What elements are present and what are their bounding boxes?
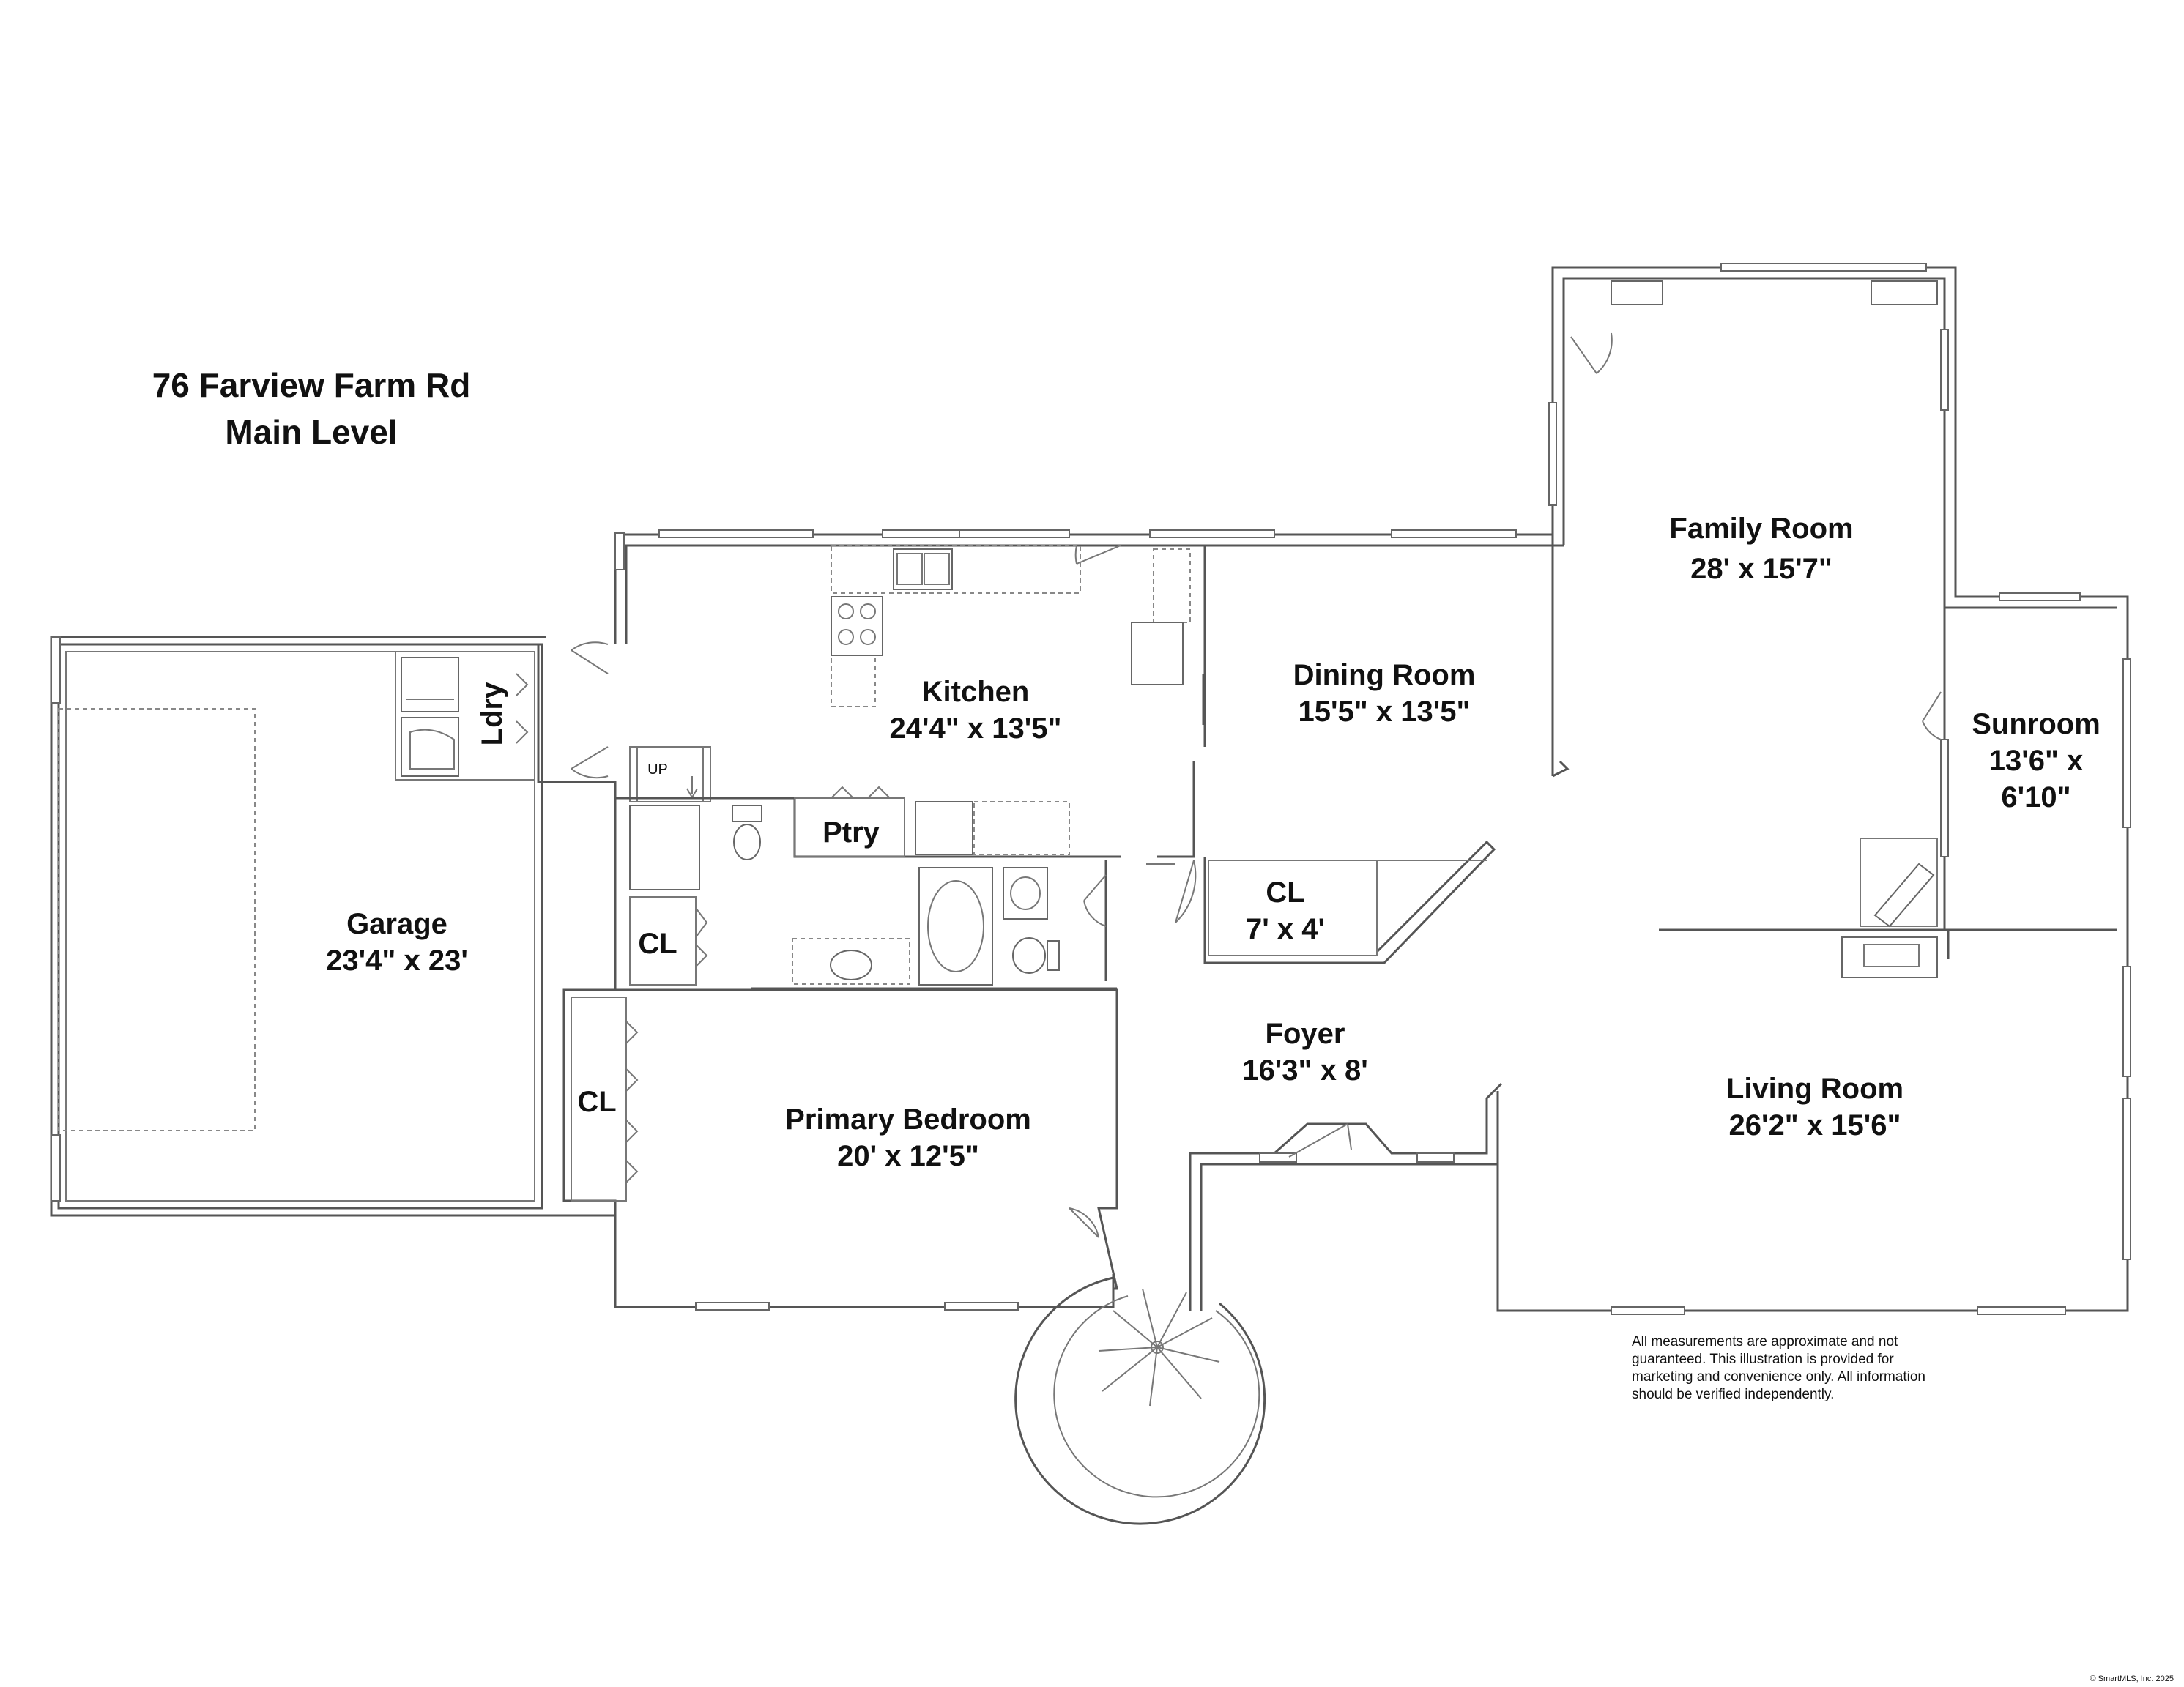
garage-door-outline	[58, 708, 256, 1131]
disclaimer: All measurements are approximate and not…	[1632, 1334, 1925, 1402]
sunroom-dims-line2: 6'10"	[2001, 781, 2070, 813]
hall-closet-dims: 7' x 4'	[1246, 913, 1325, 945]
disclaimer-line-2: guaranteed. This illustration is provide…	[1632, 1352, 1894, 1367]
garage-label: Garage	[346, 908, 447, 940]
plan-address: 76 Farview Farm Rd	[152, 366, 471, 404]
kitchen-label: Kitchen	[922, 676, 1030, 708]
family-room-dims: 28' x 15'7"	[1690, 553, 1832, 585]
family-room-area	[1496, 263, 2131, 1315]
living-room-label: Living Room	[1726, 1073, 1903, 1105]
kitchen-fixtures	[831, 545, 1205, 725]
stair-up	[629, 746, 711, 802]
bathtub-icon	[918, 867, 993, 986]
spiral-stair	[1014, 1276, 1266, 1525]
laundry-area	[395, 651, 535, 781]
bedroom-closet-label: CL	[577, 1086, 616, 1118]
plan-level: Main Level	[225, 413, 397, 451]
copyright: © SmartMLS, Inc. 2025	[2090, 1675, 2174, 1683]
family-room-label: Family Room	[1669, 513, 1853, 545]
bath-closet-label: CL	[638, 928, 677, 960]
sunroom-label: Sunroom	[1972, 708, 2101, 740]
disclaimer-line-4: should be verified independently.	[1632, 1387, 1834, 1402]
garage-dims: 23'4" x 23'	[326, 945, 468, 977]
toilet-icon	[733, 824, 761, 860]
bath-wing	[615, 746, 1121, 990]
sunroom-dims-line1: 13'6" x	[1989, 745, 2084, 777]
dining-room-label: Dining Room	[1293, 659, 1476, 691]
primary-bedroom-dims: 20' x 12'5"	[837, 1140, 979, 1172]
toilet2-icon	[1012, 937, 1046, 974]
vanity-sink-icon	[830, 950, 872, 980]
disclaimer-line-1: All measurements are approximate and not	[1632, 1334, 1898, 1349]
primary-bedroom-label: Primary Bedroom	[785, 1103, 1031, 1136]
dining-room-dims: 15'5" x 13'5"	[1299, 696, 1471, 728]
laundry-label: Ldry	[476, 682, 508, 745]
fireplace-icon	[1841, 936, 1938, 978]
garage-area	[50, 636, 617, 1217]
foyer-label: Foyer	[1266, 1018, 1345, 1050]
living-room-dims: 26'2" x 15'6"	[1729, 1109, 1901, 1142]
kitchen-dims: 24'4" x 13'5"	[890, 712, 1062, 745]
foyer-dims: 16'3" x 8'	[1242, 1054, 1367, 1087]
washer-icon	[401, 657, 459, 712]
disclaimer-line-3: marketing and convenience only. All info…	[1632, 1369, 1925, 1385]
dining-foyer-walls	[1146, 545, 1503, 1311]
stair-up-label: UP	[647, 761, 668, 778]
refrigerator-icon	[1131, 622, 1184, 685]
shower-icon	[629, 805, 700, 890]
main-walls	[571, 529, 1564, 779]
range-icon	[831, 596, 883, 656]
pantry-label: Ptry	[822, 816, 880, 849]
primary-bedroom-area	[564, 988, 1118, 1311]
hall-closet-label: CL	[1266, 876, 1304, 909]
